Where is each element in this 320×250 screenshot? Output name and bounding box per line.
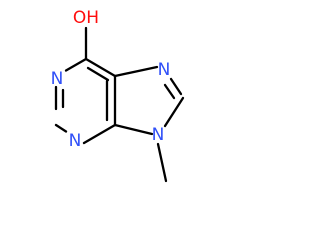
bond-n7-c8	[163, 77, 183, 100]
purine-structure-diagram: OH N N N N	[0, 0, 250, 250]
bond-n1-c2	[54, 85, 65, 111]
bond-n3-c4	[82, 123, 117, 145]
bond-c6-n1	[64, 57, 88, 72]
atom-label-n3: N	[69, 131, 82, 151]
atom-label-n9: N	[152, 125, 165, 145]
bond-n9-c4	[113, 123, 154, 136]
atom-label-n1: N	[51, 69, 64, 89]
atom-label-hydroxyl: OH	[73, 8, 99, 28]
bond-c5-n7	[113, 65, 159, 78]
bond-c8-n9	[163, 96, 185, 128]
bond-n9-methyl	[156, 142, 168, 183]
canvas-background	[0, 0, 250, 250]
bond-c4-c5	[105, 74, 117, 127]
bond-c5-c6	[84, 57, 117, 82]
atom-label-n7: N	[158, 60, 171, 80]
bond-c2-n3	[54, 123, 68, 133]
